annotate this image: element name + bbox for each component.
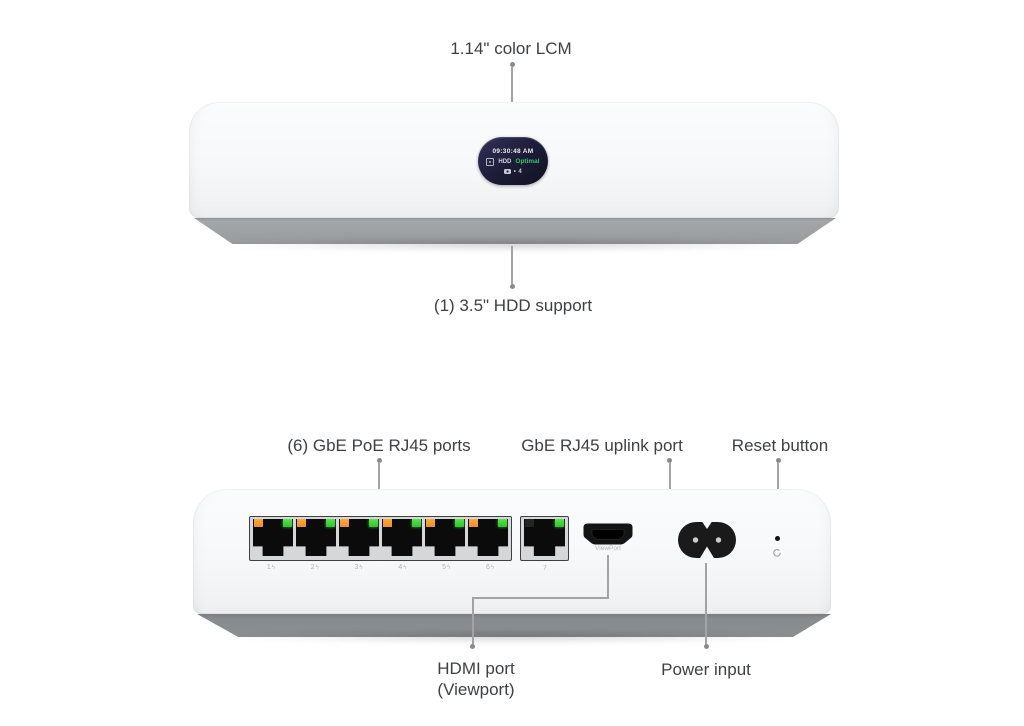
poe-led-icon <box>297 519 306 527</box>
callout-label-hdmi-line1: HDMI port <box>437 659 515 678</box>
poe-led-icon <box>426 519 435 527</box>
port-number-label: 2ϟ <box>310 564 319 571</box>
uplink-led-off-icon <box>525 519 534 527</box>
port-number-label: 4ϟ <box>398 564 407 571</box>
lcd-camera-separator: • <box>513 168 516 175</box>
device-front-shadow <box>214 238 816 251</box>
callout-label-reset: Reset button <box>731 436 829 455</box>
callout-line-power <box>705 563 707 645</box>
link-led-icon <box>498 519 507 527</box>
reset-cycle-icon <box>772 545 782 557</box>
poe-led-icon <box>340 519 349 527</box>
uplink-port-number: 7 <box>543 565 547 572</box>
lcd-camera-row: • 4 <box>504 168 522 175</box>
lcd-time: 09:30:48 AM <box>492 147 534 155</box>
power-inlet <box>677 520 737 560</box>
callout-dot-reset <box>775 458 781 463</box>
callout-dot-hdmi <box>470 644 476 649</box>
viewport-port-label: ViewPort <box>595 545 621 552</box>
callout-label-hdd: (1) 3.5" HDD support <box>433 296 593 315</box>
callout-dot-hdd <box>509 284 515 289</box>
port-number-label: 5ϟ <box>442 564 451 571</box>
device-back-shadow <box>222 630 808 643</box>
reset-button <box>775 536 780 541</box>
poe-bolt-icon: ϟ <box>403 565 407 571</box>
callout-label-poe-ports: (6) GbE PoE RJ45 ports <box>287 436 471 455</box>
callout-dot-power <box>703 644 709 649</box>
callout-line-hdmi-2 <box>472 597 609 599</box>
poe-bolt-icon: ϟ <box>490 565 495 571</box>
port-number-label: 6ϟ <box>486 564 495 571</box>
rj45-uplink-port <box>524 519 565 556</box>
device-front-base <box>194 218 836 244</box>
callout-label-lcm: 1.14" color LCM <box>450 39 572 58</box>
callout-dot-uplink <box>667 458 672 463</box>
callout-label-power: Power input <box>661 660 751 679</box>
rj45-port-3 <box>339 519 379 556</box>
callout-dot-poe <box>376 458 382 463</box>
poe-led-icon <box>383 519 392 527</box>
power-inlet-icon <box>678 521 736 559</box>
rj45-port-4 <box>382 519 422 556</box>
poe-led-icon <box>469 519 478 527</box>
hdmi-port <box>583 523 633 545</box>
callout-line-hdmi-3 <box>472 597 474 645</box>
callout-dot-lcm <box>509 62 515 67</box>
lcd-screen: 09:30:48 AM HDD Optimal • 4 <box>478 137 548 185</box>
link-led-icon <box>283 519 292 527</box>
uplink-led-green-icon <box>555 519 564 527</box>
link-led-icon <box>326 519 335 527</box>
lcd-hdd-row: HDD Optimal <box>486 157 540 166</box>
rj45-port-6 <box>468 519 508 556</box>
camera-icon <box>504 169 512 174</box>
callout-label-hdmi-line2: (Viewport) <box>437 680 515 699</box>
callout-label-uplink: GbE RJ45 uplink port <box>521 436 683 455</box>
poe-port-block <box>249 516 512 561</box>
poe-bolt-icon: ϟ <box>315 565 319 571</box>
callout-line-poe-riser <box>378 462 380 490</box>
callout-line-lcm <box>511 67 513 135</box>
port-number-label: 1ϟ <box>266 564 275 571</box>
poe-port-number-row: 1ϟ 2ϟ 3ϟ 4ϟ 5ϟ 6ϟ <box>249 564 512 571</box>
rj45-port-2 <box>296 519 336 556</box>
callout-line-hdmi-1 <box>607 555 609 597</box>
link-led-icon <box>412 519 421 527</box>
lcd-hdd-label: HDD <box>498 158 512 165</box>
hdmi-port-icon <box>583 523 633 545</box>
poe-bolt-icon: ϟ <box>271 565 275 571</box>
rj45-port-1 <box>253 519 293 556</box>
device-back-base <box>197 614 831 637</box>
link-led-icon <box>455 519 464 527</box>
hdd-icon <box>486 157 495 166</box>
uplink-port-block <box>520 516 569 561</box>
port-number-label: 3ϟ <box>354 564 363 571</box>
poe-bolt-icon: ϟ <box>447 565 451 571</box>
lcd-hdd-status: Optimal <box>515 158 540 165</box>
poe-led-icon <box>254 519 263 527</box>
poe-bolt-icon: ϟ <box>359 565 363 571</box>
lcd-camera-count: 4 <box>518 168 522 175</box>
callout-line-uplink-riser <box>669 462 671 491</box>
callout-line-hdd <box>511 246 513 284</box>
rj45-port-5 <box>425 519 465 556</box>
link-led-icon <box>369 519 378 527</box>
